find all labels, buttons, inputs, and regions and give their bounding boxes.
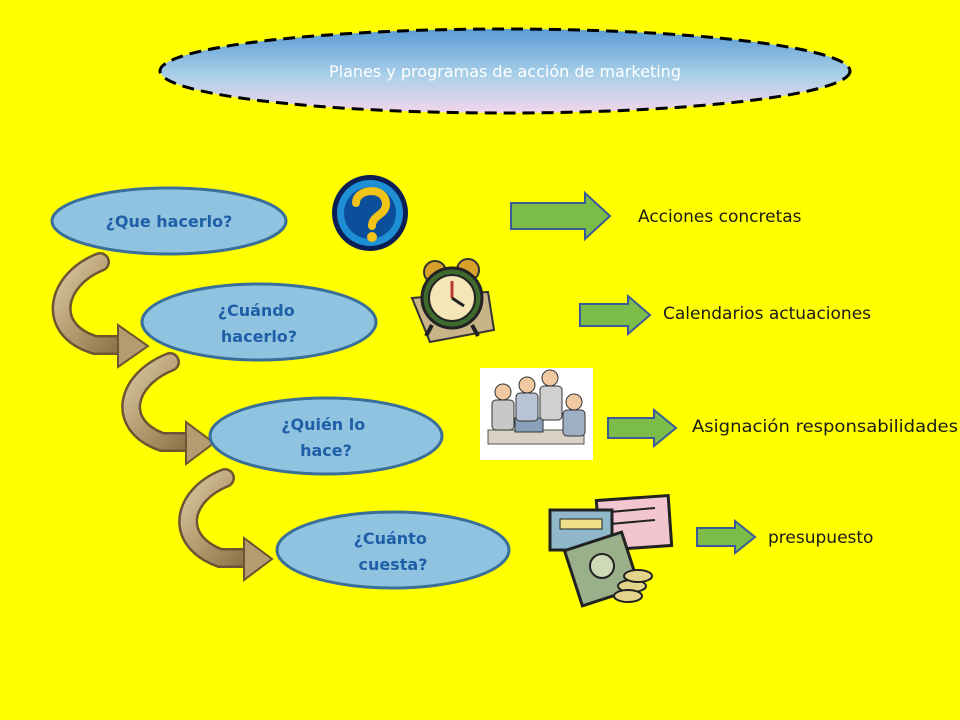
title-banner: Planes y programas de acción de marketin… [158,27,852,115]
result-text-budget: presupuesto [768,528,873,548]
result-arrow-1 [510,190,612,242]
result-text-actions: Acciones concretas [638,207,802,227]
question-text: ¿Quién lo hace? [281,415,371,460]
alarm-clock-icon [410,258,496,344]
question-oval-cost: ¿Cuánto cuesta? [275,510,511,590]
question-text: ¿Cuánto cuesta? [354,529,433,574]
result-arrow-3 [607,407,678,449]
result-arrow-4 [696,518,757,556]
question-oval-what: ¿Que hacerlo? [50,186,288,256]
question-oval-who: ¿Quién lo hace? [208,396,444,476]
question-text: ¿Cuándo hacerlo? [218,301,301,346]
question-mark-icon [332,175,408,251]
result-text-calendar: Calendarios actuaciones [663,304,871,324]
result-arrow-2 [579,293,652,337]
money-bills-icon [548,493,674,608]
curved-arrow-3 [178,468,274,582]
question-oval-when: ¿Cuándo hacerlo? [140,282,378,362]
result-text-responsibilities: Asignación responsabilidades [692,417,958,437]
question-text: ¿Que hacerlo? [106,212,233,231]
team-meeting-icon [480,368,593,460]
curved-arrow-1 [51,252,150,369]
curved-arrow-2 [121,352,216,466]
diagram-title: Planes y programas de acción de marketin… [329,62,681,81]
